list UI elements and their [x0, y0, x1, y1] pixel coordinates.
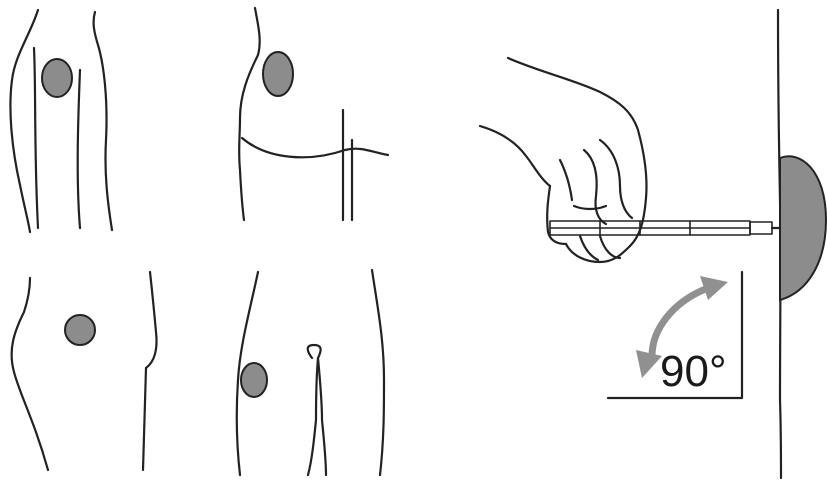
panel-buttock [239, 8, 388, 220]
injection-site-buttock [263, 52, 293, 96]
syringe [550, 221, 780, 235]
panel-injection-technique: 90° [480, 10, 826, 478]
panel-upper-arm [10, 10, 112, 232]
hand [480, 58, 647, 262]
panel-abdomen [12, 272, 157, 470]
injection-site-abdomen [65, 315, 95, 345]
panel-thigh [237, 270, 384, 475]
skin-fold [780, 156, 826, 300]
injection-site-thigh [241, 363, 267, 397]
angle-label: 90° [660, 347, 727, 396]
injection-site-arm [42, 59, 72, 97]
